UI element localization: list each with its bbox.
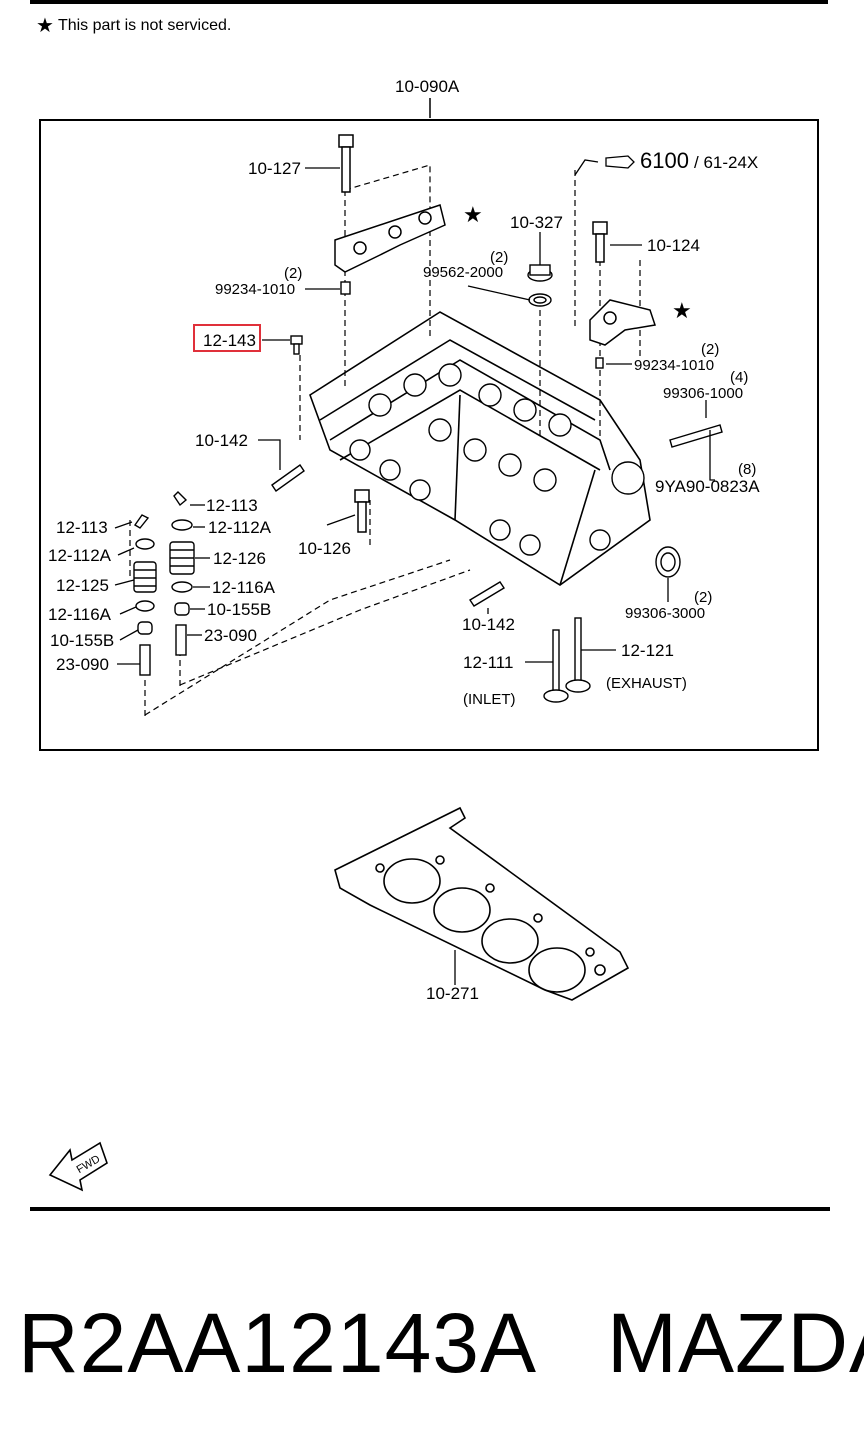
label-99306-1000: 99306-1000 [663,385,743,402]
note-text: This part is not serviced. [57,17,232,34]
label-12-113-left: 12-113 [56,518,108,537]
top-rule [30,0,828,4]
label-12-112a-right: 12-112A [208,518,272,537]
assembly-frame [39,119,819,751]
plug-10-327 [527,264,553,282]
bottom-rule [30,1207,830,1211]
qty-99306-1000: (4) [730,369,748,386]
label-12-126: 12-126 [213,549,266,568]
qty-99234-1010-front: (2) [284,265,302,282]
label-10-142-lower: 10-142 [462,615,515,634]
star-icon: ★ [36,15,54,37]
label-12-125: 12-125 [56,576,109,595]
label-inlet: (INLET) [463,691,516,708]
leader-lines [114,159,715,665]
label-10-127: 10-127 [248,159,301,178]
label-10-271: 10-271 [426,984,479,1003]
valve-train-left [133,514,157,676]
label-12-112a-left: 12-112A [48,546,112,565]
label-12-121: 12-121 [621,641,674,660]
not-serviced-note: ★ This part is not serviced. [36,16,231,36]
bolt-12-143 [290,335,303,355]
label-10-142-upper: 10-142 [195,431,248,450]
valve-train-right [169,491,195,656]
camshaft-cap-rear [589,299,656,346]
bolt-10-127 [338,134,354,193]
label-12-111: 12-111 [463,653,513,672]
label-10-124: 10-124 [647,236,700,255]
part-number: R2AA12143A [18,1296,538,1390]
pin-99234-1010 [340,281,604,369]
label-12-116a-left: 12-116A [48,605,112,624]
label-exhaust: (EXHAUST) [606,675,687,692]
label-6100: 6100 [640,148,689,173]
brand-name: MAZDA [607,1296,864,1390]
stud-10-142 [271,424,723,607]
qty-9ya90-0823a: (8) [738,461,756,478]
star-icon: ★ [463,202,483,227]
label-10-327: 10-327 [510,213,563,232]
footer-caption: R2AA12143A MAZDA [18,1295,864,1395]
label-99562-2000: 99562-2000 [423,264,503,281]
label-99234-1010-front: 99234-1010 [215,281,295,298]
label-10-155b-left: 10-155B [50,631,114,650]
valves [543,617,591,703]
label-10-126: 10-126 [298,539,351,558]
label-23-090-right: 23-090 [204,626,257,645]
label-12-113-right: 12-113 [206,496,258,515]
highlight-12-143 [193,324,261,352]
bolt-10-126 [354,489,370,533]
label-12-116a-right: 12-116A [212,578,276,597]
camshaft-cap-front [334,204,446,273]
label-99234-1010-rear: 99234-1010 [634,357,714,374]
star-icon: ★ [672,298,692,323]
label-9ya90-0823a: 9YA90-0823A [655,477,760,496]
assembly-label: 10-090A [395,77,460,96]
qty-99562-2000: (2) [490,249,508,266]
cylinder-head-body [309,311,651,586]
label-10-155b-right: 10-155B [207,600,271,619]
label-12-143: 12-143 [203,331,256,350]
label-99306-3000: 99306-3000 [625,605,705,622]
label-61-24x: / 61-24X [694,153,758,172]
qty-99306-3000: (2) [694,589,712,606]
qty-99234-1010-rear: (2) [701,341,719,358]
bolt-10-124 [592,221,608,263]
label-23-090-left: 23-090 [56,655,109,674]
reference-arrow-icon [605,155,635,169]
oil-seal-99306-3000 [655,546,681,578]
fwd-arrow-icon: FWD [48,1141,108,1192]
head-gasket-10-271 [334,806,630,1001]
cylinder-head-details [349,363,645,556]
seal-99562-2000 [528,293,552,307]
